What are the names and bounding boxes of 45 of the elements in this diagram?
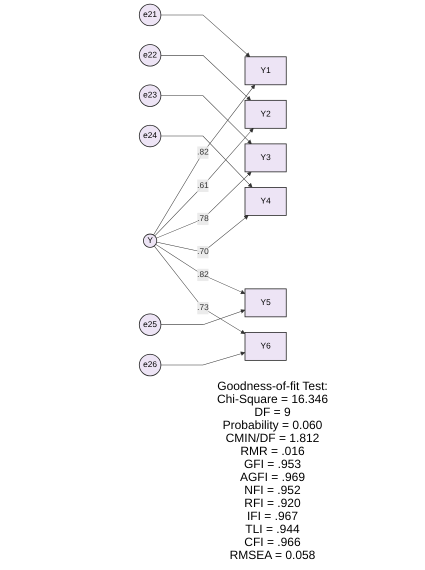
fit-statistic: DF = 9	[254, 406, 292, 419]
node-box: Y2	[244, 100, 286, 129]
arrow	[156, 215, 248, 252]
fit-statistic: RFI = .920	[243, 497, 302, 510]
node-circle: e23	[138, 84, 162, 107]
fit-statistic: NFI = .952	[243, 484, 302, 497]
arrow	[160, 95, 252, 144]
fit-statistic: CMIN/DF = 1.812	[226, 432, 320, 445]
fit-statistic: Chi-Square = 16.346	[216, 393, 328, 406]
arrow	[160, 309, 245, 325]
node-circle: e24	[138, 124, 162, 148]
node-circle: Y	[142, 234, 157, 248]
node-box: Y6	[244, 332, 286, 361]
node-circle: e25	[138, 314, 162, 336]
arrow	[153, 84, 255, 236]
node-box: Y5	[244, 288, 286, 318]
edge-label: .73	[196, 303, 208, 312]
node-box: Y3	[244, 143, 286, 172]
fit-statistic: CFI = .966	[243, 536, 302, 549]
fit-statistic: IFI = .967	[246, 510, 299, 523]
arrow	[160, 55, 251, 101]
edge-label: .82	[196, 148, 208, 157]
fit-statistic: TLI = .944	[244, 523, 301, 536]
node-circle: e22	[138, 44, 162, 66]
fit-statistic: Probability = 0.060	[222, 419, 324, 432]
fit-statistic: AGFI = .969	[238, 471, 306, 484]
fit-statistic: RMSEA = 0.058	[228, 549, 316, 562]
arrow	[154, 246, 245, 334]
fit-statistic: GFI = .953	[242, 458, 302, 471]
edge-label: .82	[196, 270, 208, 280]
arrow	[156, 172, 252, 238]
edge-label: .70	[196, 247, 208, 256]
node-box: Y4	[244, 187, 286, 216]
fit-statistic: RMR = .016	[239, 445, 306, 458]
arrow	[154, 128, 254, 236]
node-circle: e26	[138, 354, 162, 376]
arrow	[155, 244, 245, 294]
edge-label: .78	[196, 214, 208, 224]
node-box: Y1	[244, 56, 286, 86]
edge-label: .61	[196, 181, 208, 190]
arrow	[160, 14, 250, 57]
fit-statistic: Goodness-of-fit Test:	[216, 380, 328, 393]
node-circle: e21	[138, 4, 162, 26]
arrow	[160, 136, 252, 188]
arrow	[160, 352, 245, 366]
